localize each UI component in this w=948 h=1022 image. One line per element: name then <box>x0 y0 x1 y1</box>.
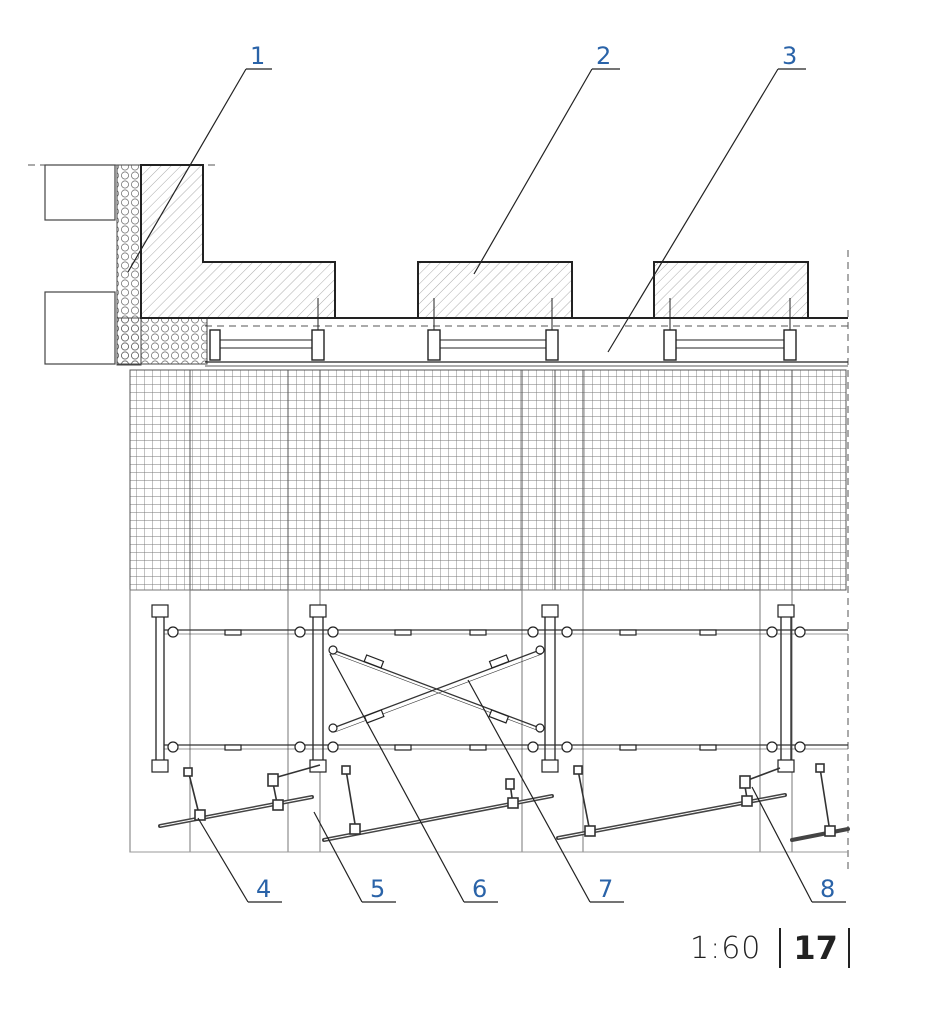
anchor-brackets <box>205 298 848 367</box>
footer-divider <box>847 928 850 968</box>
post-connectors <box>151 604 806 773</box>
leader-lines <box>127 68 846 903</box>
page-number: 17 <box>793 929 838 967</box>
callout-4: 4 <box>256 875 271 903</box>
callout-2: 2 <box>596 42 611 70</box>
insulation-layer <box>116 164 208 366</box>
concrete-structure <box>140 164 848 319</box>
callout-6: 6 <box>472 875 487 903</box>
adjacent-wall-outline <box>44 164 116 365</box>
page-footer: 1:60 17 <box>690 926 890 970</box>
louvre-support-arms <box>183 763 836 837</box>
callout-8: 8 <box>820 875 835 903</box>
callout-5: 5 <box>370 875 385 903</box>
footer-divider <box>779 928 782 968</box>
drawing-scale: 1:60 <box>690 930 762 966</box>
dashed-reference-lines <box>28 164 849 870</box>
callout-1: 1 <box>250 42 265 70</box>
cross-bracing <box>332 649 543 733</box>
horizontal-cables <box>164 629 848 750</box>
louvre-blade-highlights <box>159 794 786 841</box>
callout-7: 7 <box>598 875 613 903</box>
metal-mesh-panel <box>129 369 847 591</box>
callout-3: 3 <box>782 42 797 70</box>
callout-numbers: 1 2 3 4 5 6 7 8 <box>250 42 835 903</box>
